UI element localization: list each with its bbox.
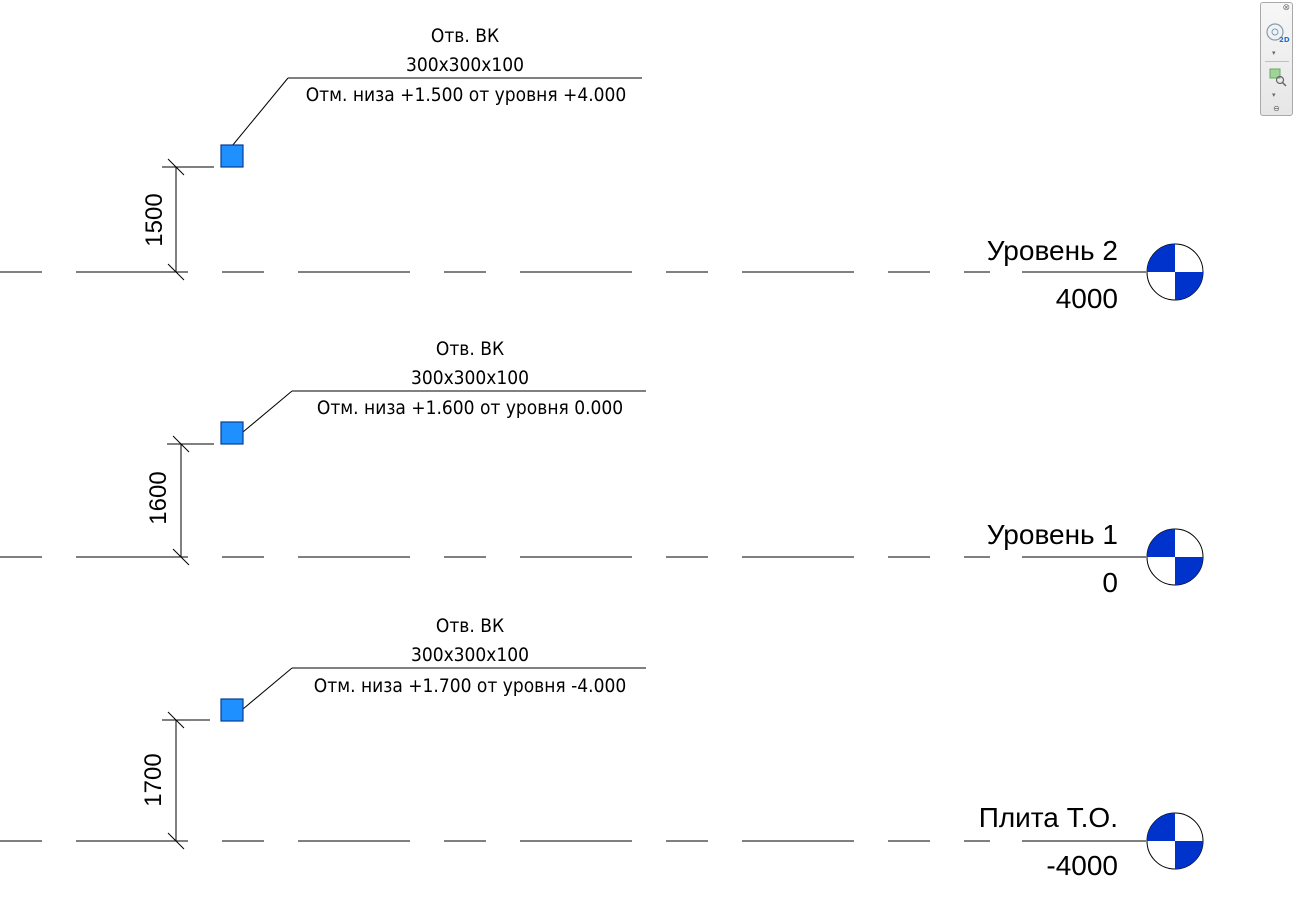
dimension-line[interactable]: 1500 xyxy=(141,158,214,281)
chevron-down-icon[interactable]: ▾ xyxy=(1272,49,1276,57)
tag-line-2: 300x300x100 xyxy=(406,54,524,76)
opening-element[interactable] xyxy=(220,144,244,168)
opening-tag: Отв. ВК 300x300x100 Отм. низа +1.500 от … xyxy=(231,25,642,147)
dimension-value: 1600 xyxy=(145,471,172,524)
dimension-line[interactable]: 1700 xyxy=(140,711,210,850)
level-name[interactable]: Уровень 1 xyxy=(987,519,1118,550)
tag-line-3: Отм. низа +1.600 от уровня 0.000 xyxy=(317,397,623,419)
level-elevation[interactable]: -4000 xyxy=(1046,850,1118,881)
level-head-icon[interactable] xyxy=(1146,528,1204,586)
dimension-value: 1700 xyxy=(140,753,167,806)
tag-line-1: Отв. ВК xyxy=(436,338,504,360)
dimension-line[interactable]: 1600 xyxy=(145,435,214,566)
steering-wheel-2d-icon[interactable]: 2D xyxy=(1264,21,1290,49)
chevron-down-icon[interactable]: ▾ xyxy=(1272,91,1276,99)
level-elevation[interactable]: 0 xyxy=(1102,567,1118,598)
tag-line-2: 300x300x100 xyxy=(411,644,529,666)
level-name[interactable]: Уровень 2 xyxy=(987,235,1118,266)
svg-text:2D: 2D xyxy=(1279,36,1290,44)
level-name[interactable]: Плита Т.О. xyxy=(979,802,1118,833)
opening-tag: Отв. ВК 300x300x100 Отм. низа +1.600 от … xyxy=(242,338,646,433)
zoom-region-icon[interactable] xyxy=(1264,65,1290,93)
dimension-value: 1500 xyxy=(141,193,168,246)
tag-line-3: Отм. низа +1.700 от уровня -4.000 xyxy=(314,675,626,697)
tag-line-1: Отв. ВК xyxy=(436,615,504,637)
level-head-icon[interactable] xyxy=(1146,812,1204,870)
navigation-bar: ⊗ 2D ▾ ▾ ⊖ xyxy=(1260,2,1293,116)
opening-element[interactable] xyxy=(220,698,244,722)
close-icon[interactable]: ⊗ xyxy=(1282,3,1290,13)
navbar-separator xyxy=(1265,61,1289,62)
tag-line-1: Отв. ВК xyxy=(431,25,499,47)
opening-element[interactable] xyxy=(220,421,244,445)
customize-icon[interactable]: ⊖ xyxy=(1273,104,1280,113)
opening-tag: Отв. ВК 300x300x100 Отм. низа +1.700 от … xyxy=(242,615,646,710)
level-head-icon[interactable] xyxy=(1146,243,1204,301)
level-elevation[interactable]: 4000 xyxy=(1056,283,1118,314)
tag-line-2: 300x300x100 xyxy=(411,367,529,389)
tag-line-3: Отм. низа +1.500 от уровня +4.000 xyxy=(306,84,627,106)
